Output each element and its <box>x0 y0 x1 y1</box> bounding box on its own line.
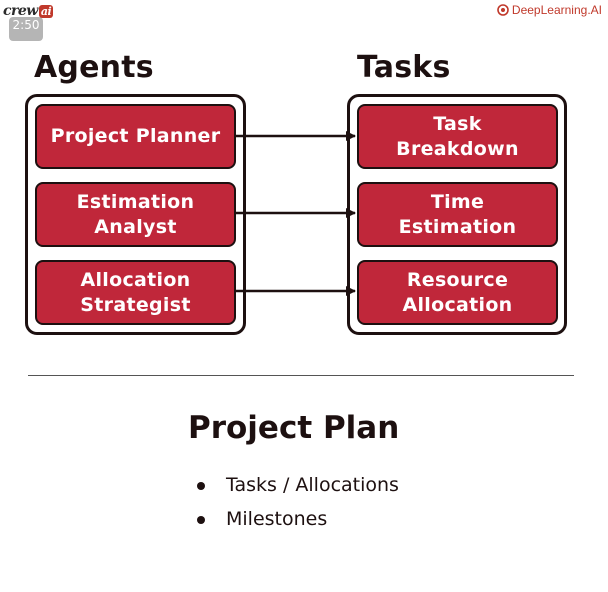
bullet-item: Milestones <box>196 504 399 538</box>
agent-node-project-planner: Project Planner <box>35 104 236 169</box>
video-timer-badge: 2:50 <box>9 17 43 41</box>
project-plan-bullets: Tasks / Allocations Milestones <box>196 470 399 538</box>
deeplearning-wordmark: DeepLearning.AI <box>511 3 602 17</box>
bullet-item: Tasks / Allocations <box>196 470 399 504</box>
project-plan-title: Project Plan <box>188 410 400 446</box>
tasks-title: Tasks <box>357 50 451 85</box>
task-node-time-estimation: Time Estimation <box>357 182 558 247</box>
deeplearning-icon <box>497 4 509 16</box>
agents-title: Agents <box>34 50 154 85</box>
task-node-resource-allocation: Resource Allocation <box>357 260 558 325</box>
task-node-task-breakdown: Task Breakdown <box>357 104 558 169</box>
section-divider <box>28 375 574 376</box>
bullet-dot-icon <box>197 516 205 524</box>
bullet-dot-icon <box>197 482 205 490</box>
agent-node-estimation-analyst: Estimation Analyst <box>35 182 236 247</box>
deeplearning-ai-logo: DeepLearning.AI <box>497 2 602 18</box>
agent-node-allocation-strategist: Allocation Strategist <box>35 260 236 325</box>
